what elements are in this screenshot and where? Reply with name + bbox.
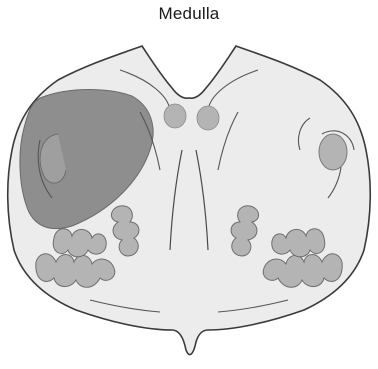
left-dorsal-nucleus — [164, 104, 186, 128]
right-dorsal-nucleus — [197, 106, 219, 130]
right-lateral-nucleus — [319, 134, 347, 170]
